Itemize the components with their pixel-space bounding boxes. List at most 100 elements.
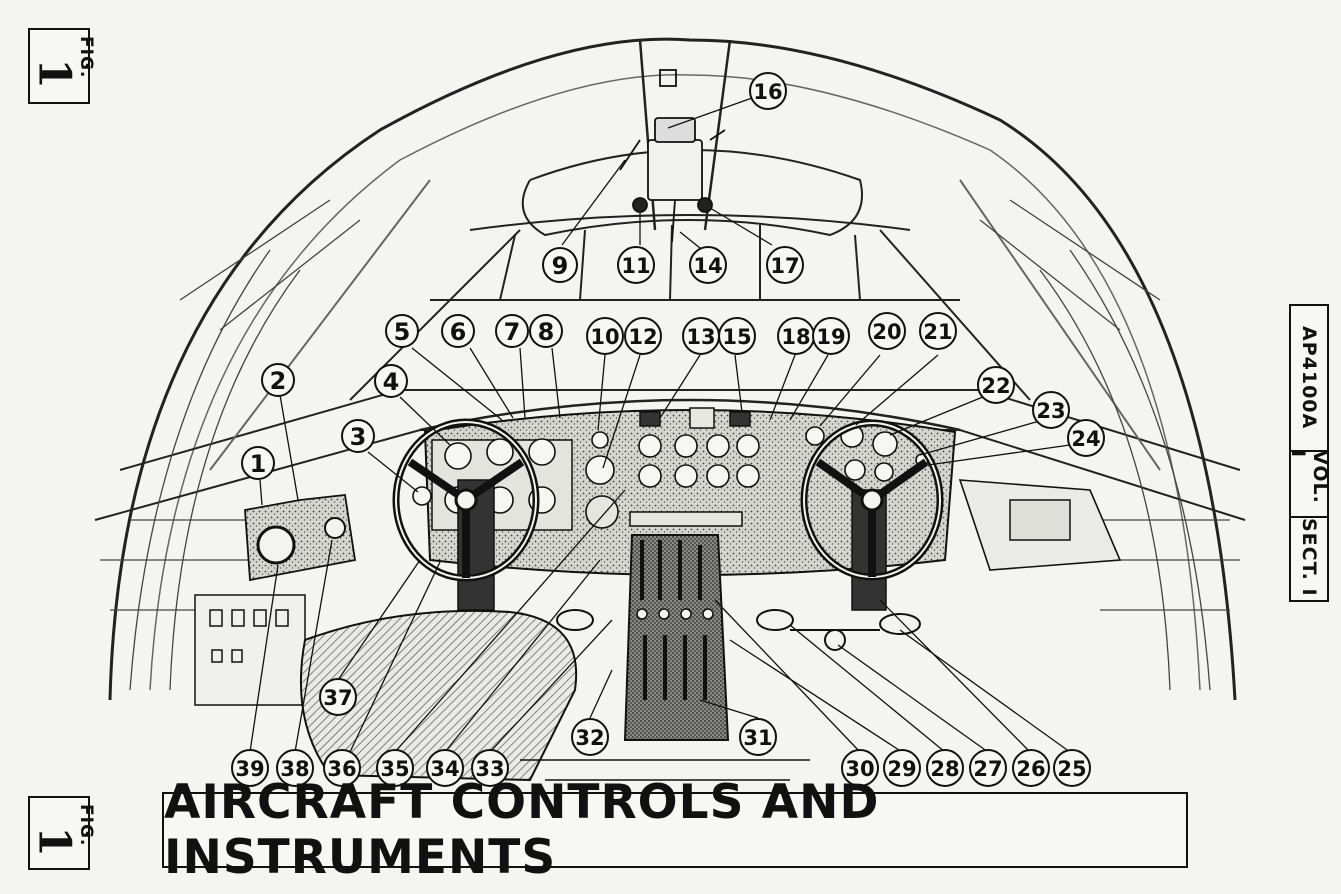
callout-10: 10 <box>586 317 624 355</box>
overhead-control-unit <box>619 69 726 243</box>
svg-text:2: 2 <box>270 367 287 395</box>
callout-21: 21 <box>919 312 957 350</box>
callout-8: 8 <box>529 314 563 348</box>
callout-1: 1 <box>241 446 275 480</box>
svg-text:7: 7 <box>504 318 521 346</box>
callout-11: 11 <box>617 246 655 284</box>
callout-2: 2 <box>261 363 295 397</box>
svg-text:5: 5 <box>394 318 411 346</box>
figure-label: FIG. <box>76 36 96 79</box>
svg-text:30: 30 <box>845 757 874 781</box>
svg-text:15: 15 <box>722 325 751 349</box>
right-side-unit <box>1009 499 1071 541</box>
callout-30: 30 <box>841 749 879 787</box>
callout-32: 32 <box>571 718 609 756</box>
callout-24: 24 <box>1067 419 1105 457</box>
coaming <box>419 398 961 432</box>
callout-18: 18 <box>777 317 815 355</box>
callout-13: 13 <box>682 317 720 355</box>
callout-28: 28 <box>926 749 964 787</box>
selector-bar <box>629 511 743 527</box>
svg-text:34: 34 <box>430 757 459 781</box>
figure-title: AIRCRAFT CONTROLS AND INSTRUMENTS <box>164 775 880 885</box>
svg-text:24: 24 <box>1071 427 1100 451</box>
captain-control-wheel <box>392 418 540 611</box>
callout-3: 3 <box>341 419 375 453</box>
volume-cell: VOL. I <box>1287 450 1331 518</box>
callout-6: 6 <box>441 314 475 348</box>
callout-16: 16 <box>749 72 787 110</box>
publication-number-cell: AP4100A <box>1291 306 1327 452</box>
svg-text:38: 38 <box>280 757 309 781</box>
callout-5: 5 <box>385 314 419 348</box>
callout-34: 34 <box>426 749 464 787</box>
svg-text:20: 20 <box>872 320 901 344</box>
svg-text:3: 3 <box>350 423 367 451</box>
callout-20: 20 <box>868 312 906 350</box>
publication-reference: AP4100A VOL. I SECT. I <box>1287 304 1331 602</box>
svg-text:26: 26 <box>1016 757 1045 781</box>
volume-label: VOL. I <box>1287 450 1331 504</box>
callout-22: 22 <box>977 366 1015 404</box>
svg-text:8: 8 <box>538 318 555 346</box>
callout-17: 17 <box>766 246 804 284</box>
svg-text:4: 4 <box>383 368 400 396</box>
svg-text:25: 25 <box>1057 757 1086 781</box>
svg-text:19: 19 <box>816 325 845 349</box>
svg-text:12: 12 <box>628 325 657 349</box>
callout-9: 9 <box>542 247 578 283</box>
figure-label: FIG. <box>76 804 96 847</box>
section-label: SECT. I <box>1298 517 1320 597</box>
rudder-pedals <box>556 609 921 651</box>
figure-number: 1 <box>28 826 80 857</box>
callout-36: 36 <box>323 749 361 787</box>
svg-text:31: 31 <box>743 726 772 750</box>
svg-text:23: 23 <box>1036 399 1065 423</box>
svg-text:39: 39 <box>235 757 264 781</box>
svg-text:29: 29 <box>887 757 916 781</box>
callout-7: 7 <box>495 314 529 348</box>
svg-text:27: 27 <box>973 757 1002 781</box>
svg-text:35: 35 <box>380 757 409 781</box>
callout-37: 37 <box>319 678 357 716</box>
throttle-levers <box>640 540 707 700</box>
callout-leader-lines <box>249 97 1071 753</box>
callout-4: 4 <box>374 364 408 398</box>
callout-14: 14 <box>689 246 727 284</box>
throttle-pedestal <box>623 534 730 741</box>
svg-text:32: 32 <box>575 726 604 750</box>
callout-badges: 1 2 3 4 5 6 7 8 9 10 11 12 13 14 15 16 1… <box>231 72 1105 787</box>
svg-text:6: 6 <box>450 318 467 346</box>
callout-38: 38 <box>276 749 314 787</box>
callout-12: 12 <box>624 317 662 355</box>
svg-text:17: 17 <box>770 254 799 278</box>
svg-text:22: 22 <box>981 374 1010 398</box>
first-officer-control-wheel <box>800 419 944 611</box>
svg-text:1: 1 <box>250 450 267 478</box>
callout-39: 39 <box>231 749 269 787</box>
publication-number: AP4100A <box>1298 326 1320 430</box>
svg-text:36: 36 <box>327 757 356 781</box>
svg-text:28: 28 <box>930 757 959 781</box>
cockpit-floor <box>520 759 810 781</box>
callout-19: 19 <box>812 317 850 355</box>
svg-text:10: 10 <box>590 325 619 349</box>
svg-text:18: 18 <box>781 325 810 349</box>
callout-23: 23 <box>1032 391 1070 429</box>
figure-number: 1 <box>28 58 80 89</box>
svg-text:11: 11 <box>621 254 650 278</box>
callout-27: 27 <box>969 749 1007 787</box>
callout-15: 15 <box>718 317 756 355</box>
callout-25: 25 <box>1053 749 1091 787</box>
callout-26: 26 <box>1012 749 1050 787</box>
callout-35: 35 <box>376 749 414 787</box>
svg-text:21: 21 <box>923 320 952 344</box>
lower-left-switches <box>209 609 289 663</box>
callout-29: 29 <box>883 749 921 787</box>
svg-text:16: 16 <box>753 80 782 104</box>
trim-wheel <box>256 525 296 565</box>
pedestal-knobs <box>636 608 714 620</box>
side-dial <box>324 517 346 539</box>
section-cell: SECT. I <box>1291 516 1327 598</box>
